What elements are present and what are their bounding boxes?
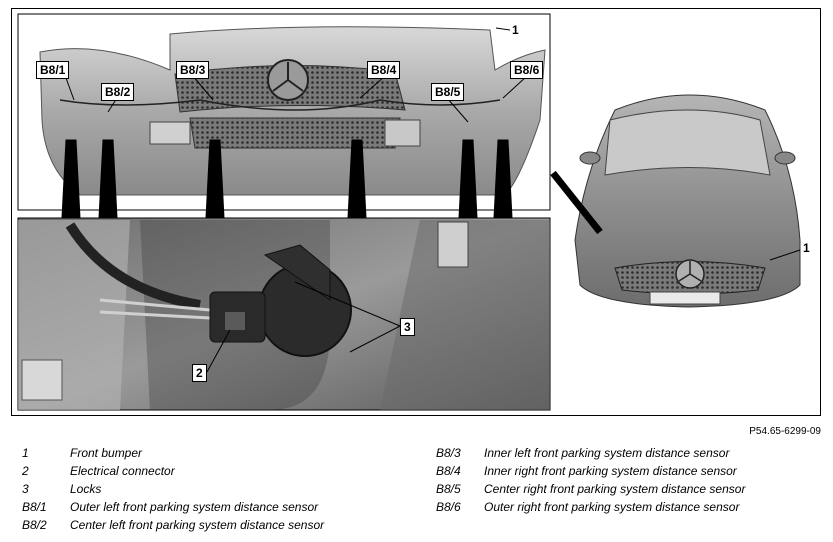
connector-photo xyxy=(17,217,551,411)
callout-b8-5: B8/5 xyxy=(431,83,465,101)
figure-id: P54.65-6299-09 xyxy=(749,426,821,437)
callout-3-locks: 3 xyxy=(400,318,415,336)
callout-b8-1: B8/1 xyxy=(36,61,70,79)
callout-b8-3: B8/3 xyxy=(176,61,210,79)
callout-1-vehicle: 1 xyxy=(803,241,810,255)
leader-lines xyxy=(61,27,801,373)
callout-1-bumper: 1 xyxy=(512,23,519,37)
callout-b8-6: B8/6 xyxy=(510,61,544,79)
callout-b8-4: B8/4 xyxy=(367,61,401,79)
callout-2-connector: 2 xyxy=(192,364,207,382)
callout-b8-2: B8/2 xyxy=(101,83,135,101)
vehicle-front-image xyxy=(574,94,801,308)
